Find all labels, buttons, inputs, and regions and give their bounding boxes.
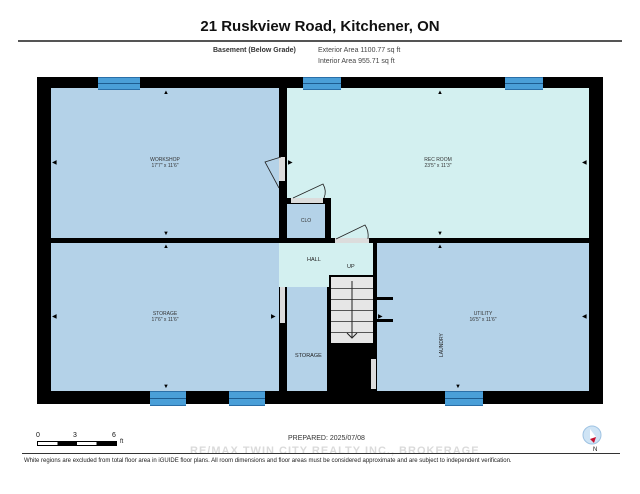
room-dimensions: 17'7" x 11'6" [151,163,179,169]
room-storage-left[interactable]: STORAGE 17'6" x 11'6" [51,243,279,391]
dimension-marker: ◀ [52,160,57,166]
stairs[interactable] [329,275,375,345]
scale-unit: ft [120,439,124,445]
utility-stub-wall [373,297,393,300]
window [303,77,341,90]
dimension-marker: ▼ [163,231,169,237]
dimension-marker: ▲ [437,90,443,96]
compass-icon [582,425,602,445]
window [505,77,543,90]
laundry-label: LAUNDRY [439,333,445,357]
workshop-door[interactable] [279,157,285,181]
property-address: 21 Ruskview Road, Kitchener, ON [200,18,440,35]
footer-disclaimer: White regions are excluded from total fl… [24,458,512,464]
exterior-area: Exterior Area 1100.77 sq ft [318,47,401,54]
room-rec-room[interactable]: REC ROOM 23'5" x 11'3" [287,88,589,238]
floor-label: Basement (Below Grade) [213,47,296,54]
dimension-marker: ▼ [163,384,169,390]
dimension-marker: ▼ [437,231,443,237]
room-workshop[interactable]: WORKSHOP 17'7" x 11'6" [51,88,279,238]
interior-area: Interior Area 955.71 sq ft [318,58,395,65]
window [98,77,140,90]
dimension-marker: ▲ [437,244,443,250]
up-label: UP [347,264,355,270]
dimension-marker: ◀ [52,314,57,320]
footer-divider [22,453,620,454]
scale-label-3: 3 [73,432,77,439]
dimension-marker: ▼ [455,384,461,390]
dimension-marker: ◀ [582,160,587,166]
header-divider [18,40,622,42]
room-utility[interactable]: UTILITY 16'5" x 11'6" [377,243,589,391]
room-dimensions: 16'5" x 11'6" [469,317,497,323]
closet-door[interactable] [291,198,323,203]
room-name: WORKSHOP [150,156,180,163]
dimension-marker: ▲ [163,244,169,250]
workshop-door-swing-icon [264,156,282,189]
window [229,391,265,406]
room-dimensions: 23'5" x 11'3" [424,163,452,169]
scale-label-0: 0 [36,432,40,439]
window [150,391,186,406]
room-name: STORAGE [152,310,178,317]
room-dimensions: 17'6" x 11'6" [151,317,179,323]
hall-label: HALL [307,257,321,263]
hall-door-swing-icon [335,224,369,240]
storage-small-label: STORAGE [295,353,322,359]
dimension-marker: ◀ [582,314,587,320]
room-storage-small[interactable] [287,287,327,391]
dimension-marker: ▶ [271,314,276,320]
utility-door[interactable] [371,359,376,389]
room-name: REC ROOM [424,156,452,163]
hall-door[interactable] [335,238,369,243]
dimension-marker: ▲ [163,90,169,96]
dimension-marker: ▶ [288,160,293,166]
compass-north-label: N [593,447,598,453]
dimension-marker: ▶ [378,314,383,320]
floor-plan: WORKSHOP 17'7" x 11'6" REC ROOM 23'5" x … [37,77,603,406]
room-closet[interactable]: CLO [287,204,325,238]
prepared-date: PREPARED: 2025/07/08 [288,435,365,442]
storage-left-door[interactable] [280,287,285,323]
scale-bar [37,441,117,446]
scale-label-6: 6 [112,432,116,439]
watermark: RE/MAX TWIN CITY REALTY INC., BROKERAGE [190,445,480,457]
room-name: CLO [300,217,312,224]
window [445,391,483,406]
utility-stub-wall [373,319,393,322]
room-name: UTILITY [473,310,493,317]
stairs-down-arrow-icon [346,281,358,339]
closet-door-swing-icon [292,183,326,199]
